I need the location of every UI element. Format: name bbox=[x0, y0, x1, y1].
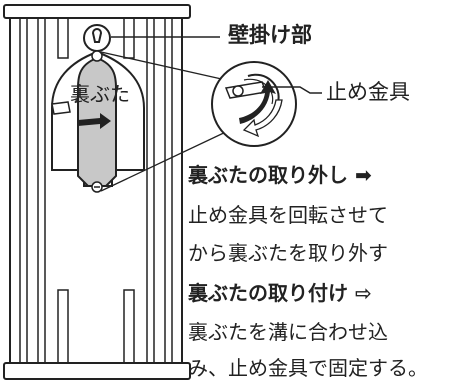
attach-heading: 裏ぶたの取り付け ⇨ bbox=[188, 283, 372, 303]
screw-icon bbox=[91, 50, 103, 193]
attach-arrow-icon: ⇨ bbox=[354, 281, 372, 305]
attach-line-1: 裏ぶたを溝に合わせ込 bbox=[188, 320, 388, 344]
back-cover-label: 裏ぶた bbox=[70, 82, 130, 106]
attach-line-2: み、止め金具で固定する。 bbox=[188, 356, 428, 380]
keyhole-icon bbox=[83, 24, 111, 52]
housing-ribs bbox=[19, 17, 173, 364]
magnifier-circle bbox=[211, 61, 297, 147]
zoom-lines bbox=[100, 51, 231, 192]
wall-mount-label: 壁掛け部 bbox=[228, 23, 312, 47]
callout-line-stopper bbox=[262, 86, 322, 94]
stopper-label: 止め金具 bbox=[326, 80, 410, 104]
rotate-arrow-icon bbox=[239, 80, 276, 124]
removal-line-2: から裏ぶたを取り外す bbox=[188, 241, 388, 265]
latch-tab bbox=[51, 101, 71, 115]
attach-heading-text: 裏ぶたの取り付け bbox=[188, 281, 348, 305]
removal-heading-text: 裏ぶたの取り外し bbox=[188, 163, 348, 187]
slide-arrow-icon bbox=[78, 113, 111, 129]
removal-arrow-icon: ➡ bbox=[354, 163, 372, 187]
rotate-back-arrow-icon bbox=[242, 99, 283, 138]
removal-heading: 裏ぶたの取り外し ➡ bbox=[188, 165, 372, 185]
removal-line-1: 止め金具を回転させて bbox=[188, 203, 388, 227]
